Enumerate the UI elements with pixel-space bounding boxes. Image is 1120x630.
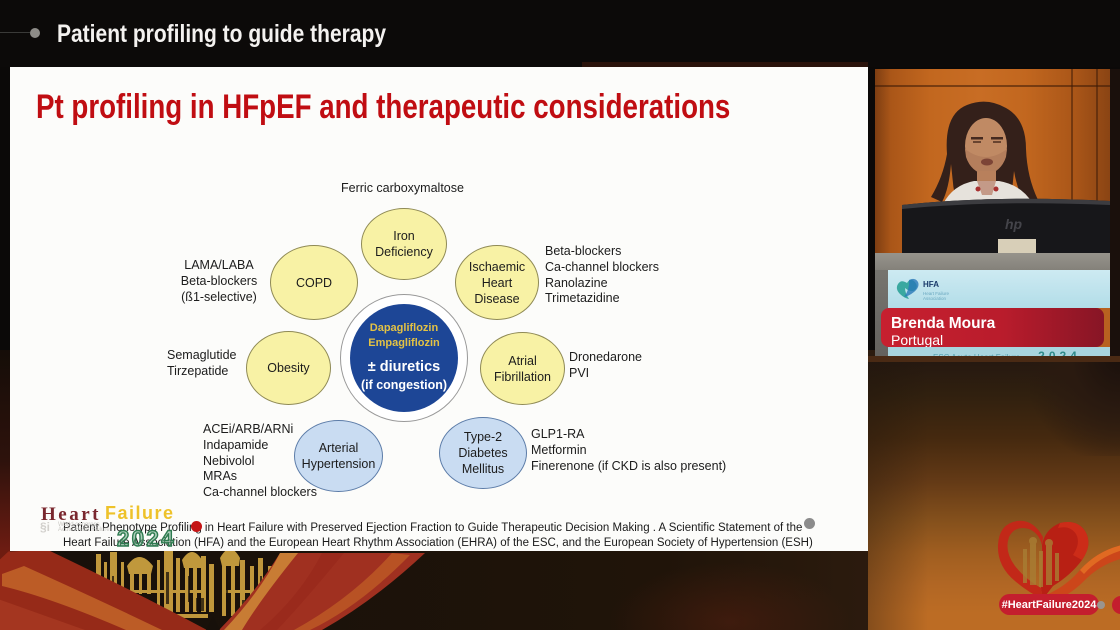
svg-text:HFA: HFA	[923, 280, 939, 289]
svg-text:hp: hp	[1005, 216, 1023, 232]
svg-text:Association: Association	[923, 296, 947, 301]
svg-text:Heart Failure: Heart Failure	[923, 291, 950, 296]
